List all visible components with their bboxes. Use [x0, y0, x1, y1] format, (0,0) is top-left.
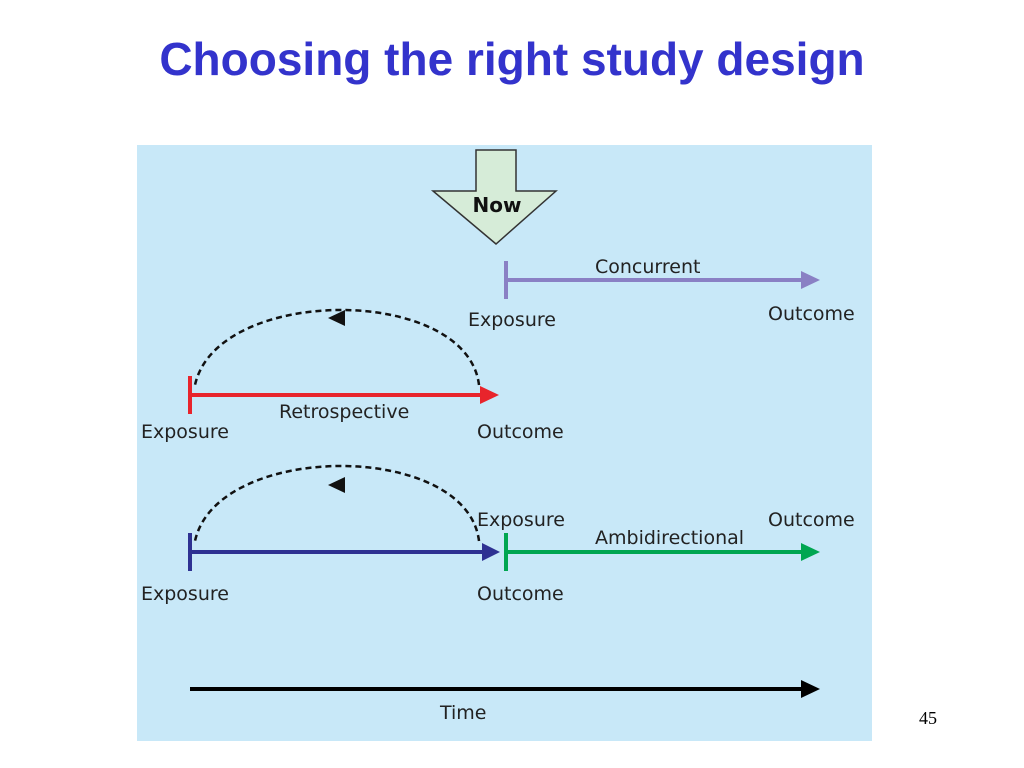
slide-title: Choosing the right study design [159, 33, 865, 85]
concurrent-exposure-label: Exposure [468, 309, 556, 331]
concurrent-label: Concurrent [595, 256, 700, 278]
diagram-background [137, 145, 872, 741]
time-axis-label: Time [439, 702, 487, 724]
ambidirectional-past-exposure-label: Exposure [141, 583, 229, 605]
now-arrow-shape [430, 149, 558, 245]
ambidirectional-future-exposure-label: Exposure [477, 509, 565, 531]
concurrent-arrowhead [801, 271, 820, 289]
diagram-canvas: Now Concurrent Exposure Outcome Retrospe… [137, 145, 872, 741]
ambidirectional-future-arrowhead [801, 543, 820, 561]
ambidirectional-arc-arrowhead [328, 477, 345, 493]
now-arrow-icon: Now [430, 149, 558, 245]
retrospective-arrowhead [480, 386, 499, 404]
retrospective-arc-arrowhead [328, 310, 345, 326]
retrospective-design: Retrospective Exposure Outcome [141, 308, 564, 443]
now-label: Now [473, 193, 522, 217]
concurrent-outcome-label: Outcome [768, 303, 855, 325]
page-number: 45 [919, 708, 937, 728]
ambidirectional-past-arrowhead [482, 543, 500, 561]
time-axis: Time [190, 680, 820, 724]
ambidirectional-future-outcome-label: Outcome [768, 509, 855, 531]
ambidirectional-past-outcome-label: Outcome [477, 583, 564, 605]
ambidirectional-design: Ambidirectional Exposure Outcome Exposur… [141, 464, 855, 605]
study-design-diagram: Now Concurrent Exposure Outcome Retrospe… [137, 145, 872, 741]
retrospective-outcome-label: Outcome [477, 421, 564, 443]
retrospective-label: Retrospective [279, 401, 409, 423]
ambidirectional-dashed-arc [193, 464, 481, 542]
concurrent-design: Concurrent Exposure Outcome [468, 256, 855, 331]
retrospective-dashed-arc [193, 308, 481, 386]
time-axis-arrowhead [801, 680, 820, 698]
retrospective-exposure-label: Exposure [141, 421, 229, 443]
ambidirectional-label: Ambidirectional [595, 527, 744, 549]
